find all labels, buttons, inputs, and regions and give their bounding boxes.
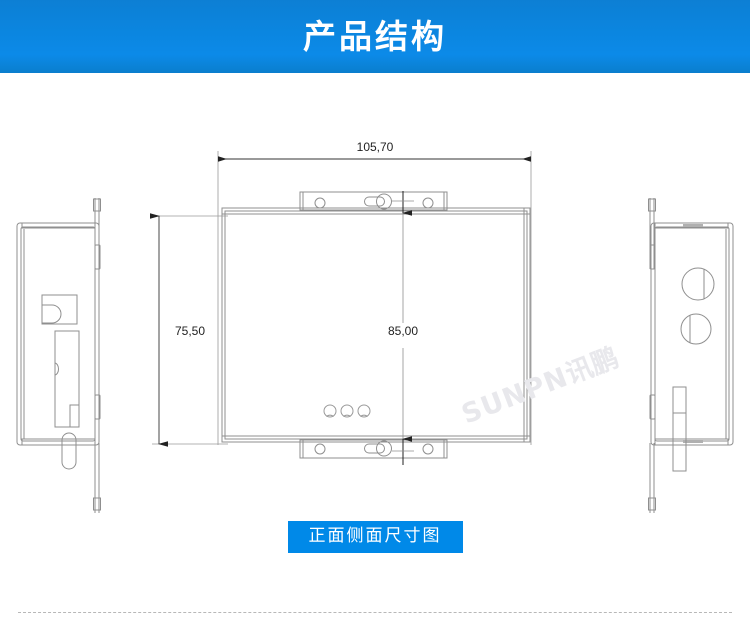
dim-label-height-center: 85,00 — [388, 324, 418, 338]
bottom-keyhole-slot — [364, 443, 385, 454]
left-view-long-slot — [54, 330, 80, 428]
bottom-bracket-hole-left — [314, 443, 326, 455]
indicator-1-inner — [326, 414, 334, 417]
front-view-outer-body — [221, 207, 531, 443]
dimension-height-center: 85,00 — [388, 191, 418, 465]
left-view-tab-upper — [94, 244, 101, 270]
right-view-bottom-vent — [683, 440, 703, 443]
right-view-stack-1 — [672, 386, 687, 414]
front-view-top-bracket — [299, 191, 448, 211]
left-view-bottom-rail — [21, 438, 96, 446]
top-keyhole-circle — [376, 193, 392, 210]
caption-container: 正面侧面尺寸图 — [0, 521, 750, 553]
dimension-height-left: 75,50 — [150, 213, 228, 447]
left-view-top-bracket-tip — [93, 198, 101, 212]
right-view-top-vent — [683, 224, 703, 227]
right-view-outer-body — [650, 222, 734, 446]
left-view-small-notch — [54, 362, 60, 376]
bottom-bracket-plate — [299, 439, 448, 459]
right-view-bottom-rail — [654, 438, 729, 446]
front-view-bottom-bracket — [299, 439, 448, 459]
indicator-3-inner — [360, 414, 368, 417]
right-view-bottom-bracket-tip — [648, 497, 656, 511]
left-view-tab-lower — [94, 394, 101, 420]
front-view — [221, 191, 531, 459]
left-view-outer-body — [16, 222, 100, 446]
left-view-rounded-slot — [61, 432, 77, 470]
left-view-inner-body — [20, 226, 96, 442]
right-view-tab-lower — [649, 394, 656, 420]
right-view-inner-body — [654, 226, 730, 442]
bottom-keyhole-circle — [376, 440, 392, 457]
indicator-2 — [340, 404, 354, 418]
top-keyhole-slot — [364, 196, 385, 207]
page-header-banner: 产品结构 — [0, 0, 750, 73]
left-view-d-shape — [42, 304, 62, 324]
indicator-2-inner — [343, 414, 351, 417]
right-view-top-rail — [654, 222, 729, 229]
indicator-1 — [323, 404, 337, 418]
left-view-cutout-rect-top — [41, 294, 78, 325]
bottom-bracket-hole-right — [422, 443, 434, 455]
top-bracket-plate — [299, 191, 448, 211]
technical-drawing-area: 105,70 75,50 85,00 — [0, 73, 750, 513]
left-side-view — [16, 198, 101, 513]
indicator-3 — [357, 404, 371, 418]
right-view-port-lower — [680, 313, 712, 345]
drawing-caption-badge: 正面侧面尺寸图 — [287, 521, 463, 553]
page-title: 产品结构 — [303, 17, 447, 56]
dimension-width-top: 105,70 — [217, 140, 532, 445]
left-view-top-rail — [21, 222, 96, 229]
right-view-tab-upper — [649, 244, 656, 270]
front-view-inner-body — [224, 210, 528, 440]
right-view-stack-3 — [672, 444, 687, 472]
bottom-divider — [18, 612, 732, 613]
right-view-top-bracket-tip — [648, 198, 656, 212]
right-side-view — [648, 198, 734, 513]
dim-label-height-left: 75,50 — [175, 324, 205, 338]
left-view-inner-step — [69, 404, 80, 428]
front-view-indicators — [323, 404, 371, 418]
right-view-port-upper — [681, 267, 715, 301]
top-bracket-hole-right — [422, 197, 434, 209]
left-view-bottom-bracket-tip — [93, 497, 101, 511]
dim-label-width: 105,70 — [357, 140, 394, 154]
top-bracket-hole-left — [314, 197, 326, 209]
